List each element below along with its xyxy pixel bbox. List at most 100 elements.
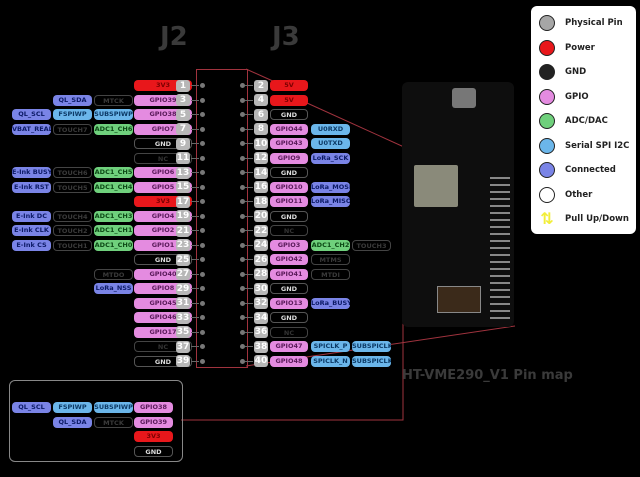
legend-swatch-icon [539, 88, 555, 105]
legend-swatch-icon [539, 113, 555, 129]
pin-lead [245, 143, 253, 144]
pin-label-gpio45: GPIO45 [134, 297, 192, 309]
pin-number: 30 [254, 282, 268, 295]
pin-label-gnd: GND [270, 312, 308, 323]
function-adc1-ch5: ADC1_CH5 [94, 167, 133, 178]
pin-number: 29 [176, 282, 190, 295]
pin-dot [240, 315, 245, 320]
function-adc1-ch2: ADC1_CH2 [311, 239, 350, 251]
pin-lead [245, 172, 253, 173]
pin-label-gpio2: GPIO2 [134, 225, 192, 236]
pin-dot [240, 358, 245, 364]
pin-number: 16 [254, 181, 268, 193]
legend-item-gpio: GPIO [539, 88, 589, 106]
pin-dot [240, 199, 245, 204]
pin-lead [245, 346, 253, 347]
pin-lead [245, 99, 253, 101]
pin-dot [200, 300, 205, 306]
pin-dot [240, 83, 245, 88]
pin-lead [191, 244, 199, 246]
fpc-connector [437, 286, 481, 313]
pin-lead [191, 346, 199, 347]
pin-number: 37 [176, 340, 190, 353]
pin-dot [200, 83, 205, 88]
function-e-ink-cs: E-Ink CS [12, 239, 51, 251]
function-fspiwp: FSPIWP [53, 109, 92, 120]
pin-label-gpio6: GPIO6 [134, 167, 192, 178]
pin-number: 34 [254, 311, 268, 324]
legend-item-gnd: GND [539, 63, 586, 81]
header-j2-label: J2 [160, 22, 188, 52]
legend-label: Serial SPI I2C [565, 140, 630, 151]
pin-number: 35 [176, 326, 190, 338]
pin-lead [245, 114, 253, 115]
pin-lead [191, 302, 199, 304]
legend-swatch-icon [539, 162, 555, 178]
pin-dot [240, 257, 245, 262]
pin-number: 19 [176, 210, 190, 222]
pin-label-3v3: 3V3 [134, 80, 192, 91]
function-ql-scl: QL_SCL [12, 109, 51, 120]
pin-lead [191, 215, 199, 217]
pin-dot [240, 271, 245, 277]
function-ql-sda: QL_SDA [53, 94, 92, 106]
legend-label: Other [565, 189, 593, 200]
pin-dot [200, 170, 205, 175]
pin-label-gpio13: GPIO13 [270, 297, 308, 309]
function-e-ink-busy: E-Ink BUSY [12, 167, 51, 178]
pin-lead [245, 288, 253, 289]
pin-label-gpio43: GPIO43 [270, 138, 308, 149]
diagram-title: HT-VME290_V1 Pin map [402, 368, 573, 383]
function-subspiclk-n: SUBSPICLK_N [352, 355, 391, 367]
pin-number: 1 [176, 79, 190, 92]
pin-dot [200, 228, 205, 233]
inset-pin-3v3: 3V3 [134, 431, 173, 442]
usb-c-port [452, 88, 476, 108]
pin-number: 15 [176, 181, 190, 193]
pin-label-gpio3: GPIO3 [270, 239, 308, 251]
function-touch4: TOUCH4 [53, 210, 92, 222]
function-subspiclk-p: SUBSPICLK_P [352, 341, 391, 352]
pin-lead [245, 259, 253, 260]
pin-dot [240, 97, 245, 103]
pin-lead [245, 360, 253, 362]
legend-item-power: Power [539, 39, 595, 57]
pin-dot [200, 271, 205, 277]
pin-number: 13 [176, 166, 190, 179]
legend-label: ADC/DAC [565, 116, 608, 126]
pin-number: 38 [254, 340, 268, 353]
pin-lead [191, 259, 199, 260]
function-spiclk-p: SPICLK_P [311, 341, 350, 352]
inset-function-ql-scl: QL_SCL [12, 402, 51, 413]
pin-label-gpio44: GPIO44 [270, 123, 308, 135]
inset-pin-gnd: GND [134, 445, 173, 457]
function-spiclk-n: SPICLK_N [311, 355, 350, 367]
pin-number: 36 [254, 326, 268, 338]
function-lora-nss: LoRa_NSS [94, 283, 133, 294]
legend-item-connected: Connected [539, 161, 616, 179]
pin-label-gpio41: GPIO41 [270, 268, 308, 280]
pin-lead [245, 331, 253, 333]
legend-swatch-icon [539, 186, 555, 203]
pin-number: 32 [254, 297, 268, 309]
legend-label: GPIO [565, 91, 589, 102]
pin-number: 9 [176, 137, 190, 150]
pin-lead [191, 201, 199, 202]
pin-label-5v: 5V [270, 80, 308, 91]
pin-number: 11 [176, 152, 190, 164]
pin-label-gpio4: GPIO4 [134, 210, 192, 222]
pin-dot [240, 300, 245, 306]
pin-dot [200, 315, 205, 320]
pin-number: 5 [176, 108, 190, 121]
function-lora-busy: LoRa_BUSY [311, 297, 350, 309]
pin-dot [200, 141, 205, 146]
function-adc1-ch0: ADC1_CH0 [94, 239, 133, 251]
pin-label-gpio48: GPIO48 [270, 355, 308, 367]
function-adc1-ch6: ADC1_CH6 [94, 123, 133, 135]
inset-function-mtck: MTCK [94, 416, 133, 428]
pin-label-3v3: 3V3 [134, 196, 192, 207]
function-u0rxd: U0RXD [311, 123, 350, 135]
pin-number: 31 [176, 297, 190, 309]
pin-dot [200, 286, 205, 291]
